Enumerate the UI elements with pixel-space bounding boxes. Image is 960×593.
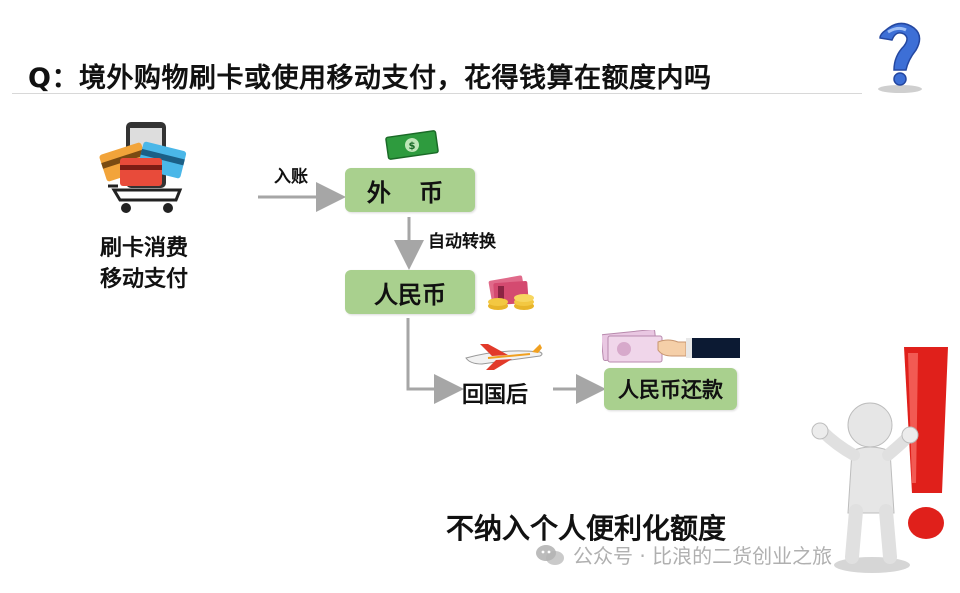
rmb-box: 人民币 bbox=[345, 270, 475, 314]
arrow-label-ruzhang: 入账 bbox=[274, 167, 308, 187]
page-title: Q：境外购物刷卡或使用移动支付，花得钱算在额度内吗 bbox=[28, 63, 712, 94]
conclusion-note: 不纳入个人便利化额度 bbox=[446, 512, 727, 545]
money-stack-icon bbox=[484, 270, 538, 314]
wechat-icon bbox=[535, 543, 565, 567]
watermark-text: 公众号 · 比浪的二货创业之旅 bbox=[573, 544, 833, 568]
arrow-label-auto-convert: 自动转换 bbox=[428, 232, 496, 252]
foreign-currency-box: 外 币 bbox=[345, 168, 475, 212]
exclamation-figure-icon bbox=[808, 343, 958, 593]
card-payment-label: 刷卡消费 bbox=[100, 236, 189, 261]
question-mark-icon bbox=[872, 20, 928, 94]
airplane-icon bbox=[462, 342, 544, 372]
title-divider bbox=[12, 93, 862, 94]
dollar-bill-icon: $ bbox=[384, 128, 440, 162]
mobile-payment-label: 移动支付 bbox=[100, 267, 189, 292]
after-return-label: 回国后 bbox=[462, 383, 529, 408]
svg-text:$: $ bbox=[409, 141, 416, 152]
phone-cards-cart-icon bbox=[96, 118, 196, 218]
rmb-repayment-box: 人民币还款 bbox=[604, 368, 737, 410]
watermark: 公众号 · 比浪的二货创业之旅 bbox=[535, 540, 832, 569]
hand-paying-icon bbox=[602, 330, 742, 366]
